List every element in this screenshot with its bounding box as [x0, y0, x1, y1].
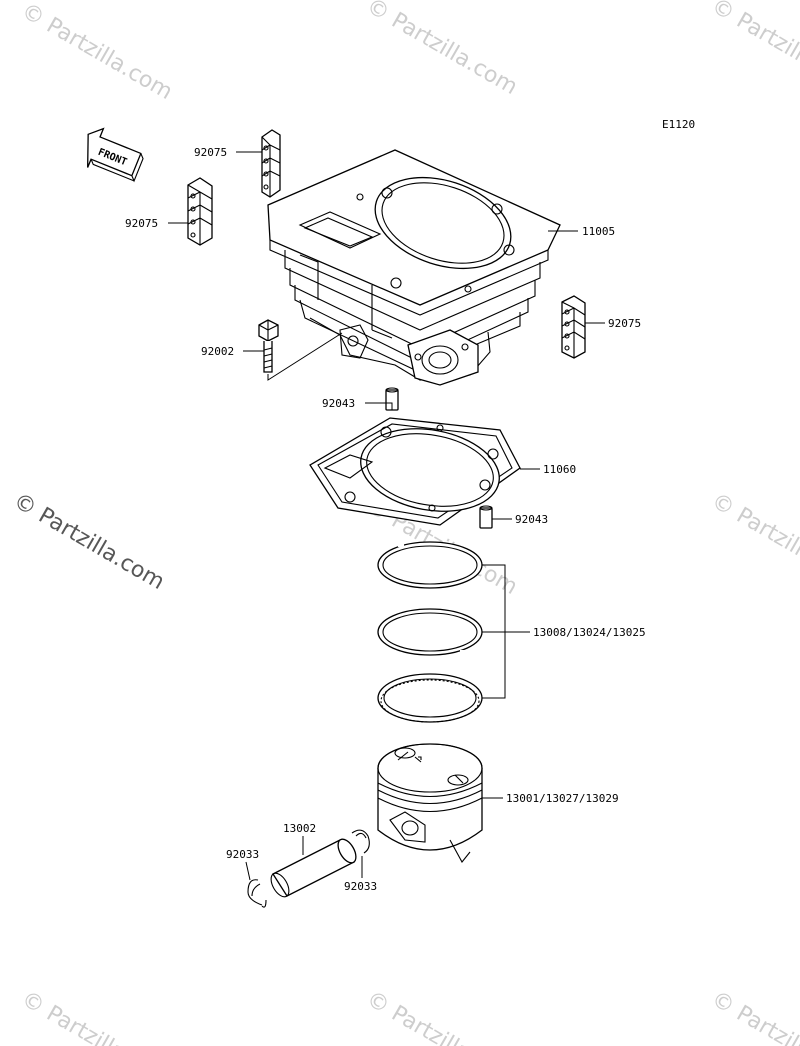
watermark-top-right: © Partzilla.com [707, 0, 800, 100]
top-ring [377, 541, 483, 589]
cylinder-bolt [258, 319, 279, 373]
label-dowel-lower: 92043 [515, 513, 548, 526]
label-damper-upper: 92075 [194, 146, 227, 159]
label-circlip-left: 92033 [226, 848, 259, 861]
label-circlip-right: 92033 [344, 880, 377, 893]
watermark-bottom-center: © Partzilla.com [362, 987, 522, 1046]
label-damper-right: 92075 [608, 317, 641, 330]
watermark-top-left: © Partzilla.com [17, 0, 177, 105]
cylinder-block [267, 149, 561, 386]
oil-ring [377, 673, 483, 723]
label-dowel-upper: 92043 [322, 397, 355, 410]
label-cylinder: 11005 [582, 225, 615, 238]
front-arrow-icon: FRONT [87, 127, 144, 183]
dowel-lower [479, 505, 493, 529]
piston-pin [270, 838, 357, 898]
damper-stack-upper [261, 129, 281, 198]
leader-lines [168, 151, 605, 881]
watermark-mid-right: © Partzilla.com [707, 489, 800, 596]
watermark-bottom-left: © Partzilla.com [17, 987, 177, 1046]
second-ring [377, 608, 483, 656]
damper-stack-right [561, 295, 586, 359]
diagram-code: E1120 [662, 118, 695, 131]
watermark-top-center: © Partzilla.com [362, 0, 522, 100]
piston-rings [377, 541, 483, 723]
cylinder-gasket [309, 417, 521, 526]
label-damper-left: 92075 [125, 217, 158, 230]
circlip-right [351, 829, 370, 854]
watermark-side-left: © Partzilla.com [9, 489, 169, 596]
label-bolt: 92002 [201, 345, 234, 358]
label-piston: 13001/13027/13029 [506, 792, 619, 805]
watermark-bottom-right: © Partzilla.com [707, 987, 800, 1046]
damper-stack-left [187, 177, 213, 246]
label-rings: 13008/13024/13025 [533, 626, 646, 639]
label-gasket: 11060 [543, 463, 576, 476]
circlip-left [247, 879, 267, 908]
piston [377, 743, 483, 863]
label-pin: 13002 [283, 822, 316, 835]
